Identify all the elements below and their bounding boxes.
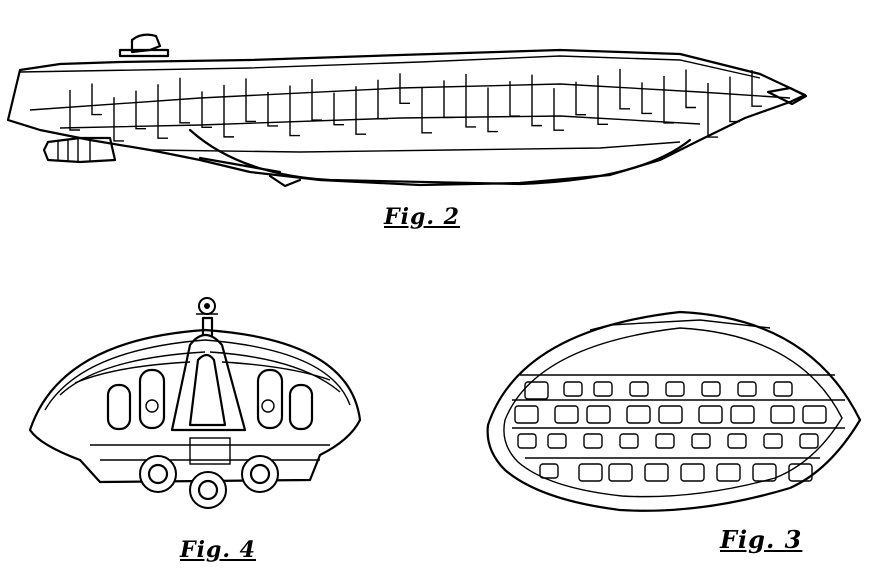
interior-compartments [514, 381, 827, 482]
figure-4-rear-view [28, 297, 362, 509]
landing-wheels [139, 455, 279, 509]
figure-2-side-view [6, 33, 808, 188]
figure-3-cross-section [486, 310, 862, 512]
hull-panel-lines [69, 68, 762, 142]
side-pods [106, 368, 314, 431]
figure-4-label: Fig. 4 [180, 537, 256, 563]
figure-2-label: Fig. 2 [384, 204, 460, 230]
figure-3-label: Fig. 3 [720, 525, 803, 554]
